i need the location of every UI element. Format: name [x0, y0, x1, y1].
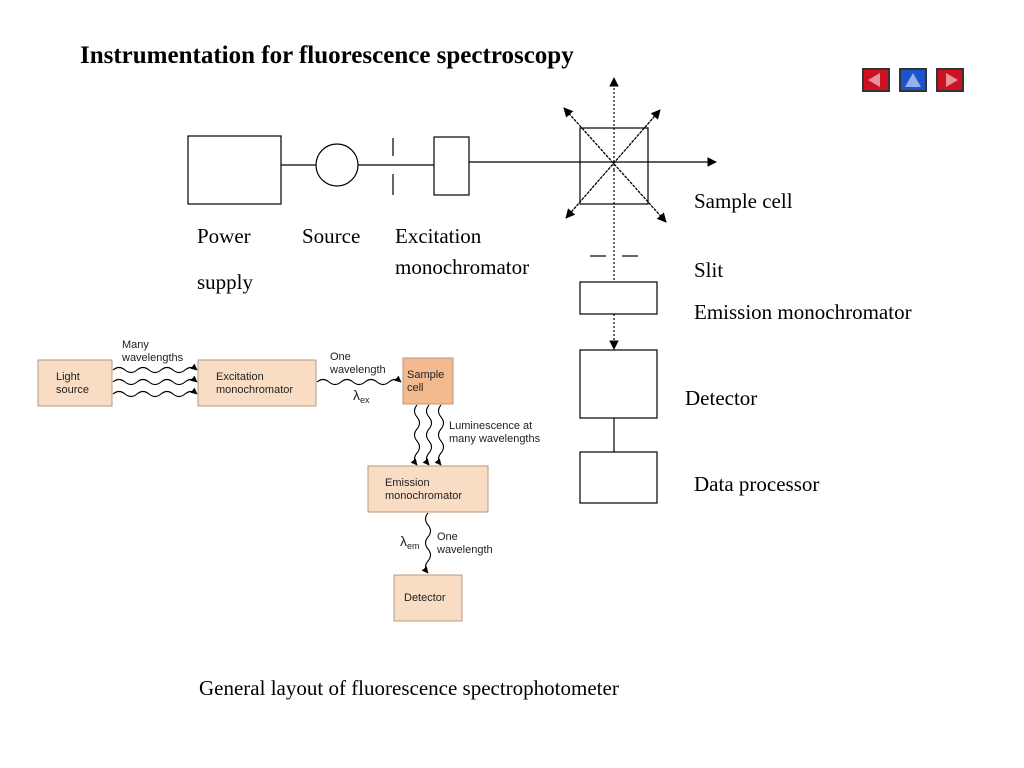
excitation-monochromator-label-line1: Excitation — [395, 224, 482, 248]
slit-label: Slit — [694, 258, 724, 282]
sample-cell-label: Sample cell — [694, 189, 793, 213]
arrow-right-icon — [938, 70, 962, 90]
figure-caption: General layout of fluorescence spectroph… — [199, 676, 619, 700]
sample-flow-text-2: cell — [407, 382, 424, 394]
lambda-ex-symbol: λex — [353, 387, 370, 405]
home-slide-button[interactable] — [899, 68, 927, 92]
wave-arrow-2 — [112, 375, 198, 386]
emission-monochromator-box — [579, 281, 658, 315]
wave-arrow-emission — [421, 512, 432, 574]
excitation-flow-text-2: monochromator — [216, 384, 293, 396]
emission-monochromator-flow-box — [367, 465, 489, 513]
data-processor-box — [579, 451, 658, 504]
wave-arrow-excitation — [316, 375, 402, 386]
power-supply-box — [187, 135, 282, 205]
arrow-left-icon — [864, 70, 888, 90]
page-title: Instrumentation for fluorescence spectro… — [80, 42, 574, 69]
data-processor-label: Data processor — [694, 472, 820, 496]
power-supply-label-line2: supply — [197, 270, 254, 294]
light-source-box — [37, 359, 113, 407]
detector-flow-box — [393, 574, 463, 622]
wave-arrow-lum-3 — [434, 404, 445, 466]
wave-arrow-1 — [112, 363, 198, 374]
excitation-monochromator-label-line2: monochromator — [395, 255, 530, 279]
scatter-diagonal-4 — [563, 107, 667, 223]
previous-slide-button[interactable] — [862, 68, 890, 92]
lambda-em-symbol: λem — [400, 533, 420, 551]
wave-arrow-lum-2 — [422, 404, 433, 466]
one-wavelength-text-2: wavelength — [329, 364, 386, 376]
detector-label: Detector — [685, 386, 758, 410]
excitation-monochromator-flow-box — [197, 359, 317, 407]
source-label: Source — [302, 224, 361, 248]
many-wavelengths-text-1: Many — [122, 339, 149, 351]
wave-arrow-3 — [112, 387, 198, 398]
excitation-flow-text-1: Excitation — [216, 371, 264, 383]
emission-flow-text-1: Emission — [385, 477, 430, 489]
detector-box — [579, 349, 658, 419]
home-icon — [901, 70, 925, 90]
light-source-text-2: source — [56, 384, 89, 396]
emission-flow-text-2: monochromator — [385, 490, 462, 502]
sample-cell-flow-box — [402, 357, 454, 405]
next-slide-button[interactable] — [936, 68, 964, 92]
luminescence-text-1: Luminescence at — [449, 420, 532, 432]
one-wavelength-text-1: One — [330, 351, 351, 363]
detector-flow-text: Detector — [404, 592, 446, 604]
luminescence-text-2: many wavelengths — [449, 433, 541, 445]
emission-monochromator-label: Emission monochromator — [694, 300, 912, 324]
light-source-text-1: Light — [56, 371, 80, 383]
excitation-monochromator-box — [433, 136, 470, 196]
wave-arrow-lum-1 — [410, 404, 421, 466]
many-wavelengths-text-2: wavelengths — [121, 352, 184, 364]
one-wavelength-b-text-1: One — [437, 531, 458, 543]
power-supply-label-line1: Power — [197, 224, 251, 248]
one-wavelength-b-text-2: wavelength — [436, 544, 493, 556]
sample-flow-text-1: Sample — [407, 369, 444, 381]
